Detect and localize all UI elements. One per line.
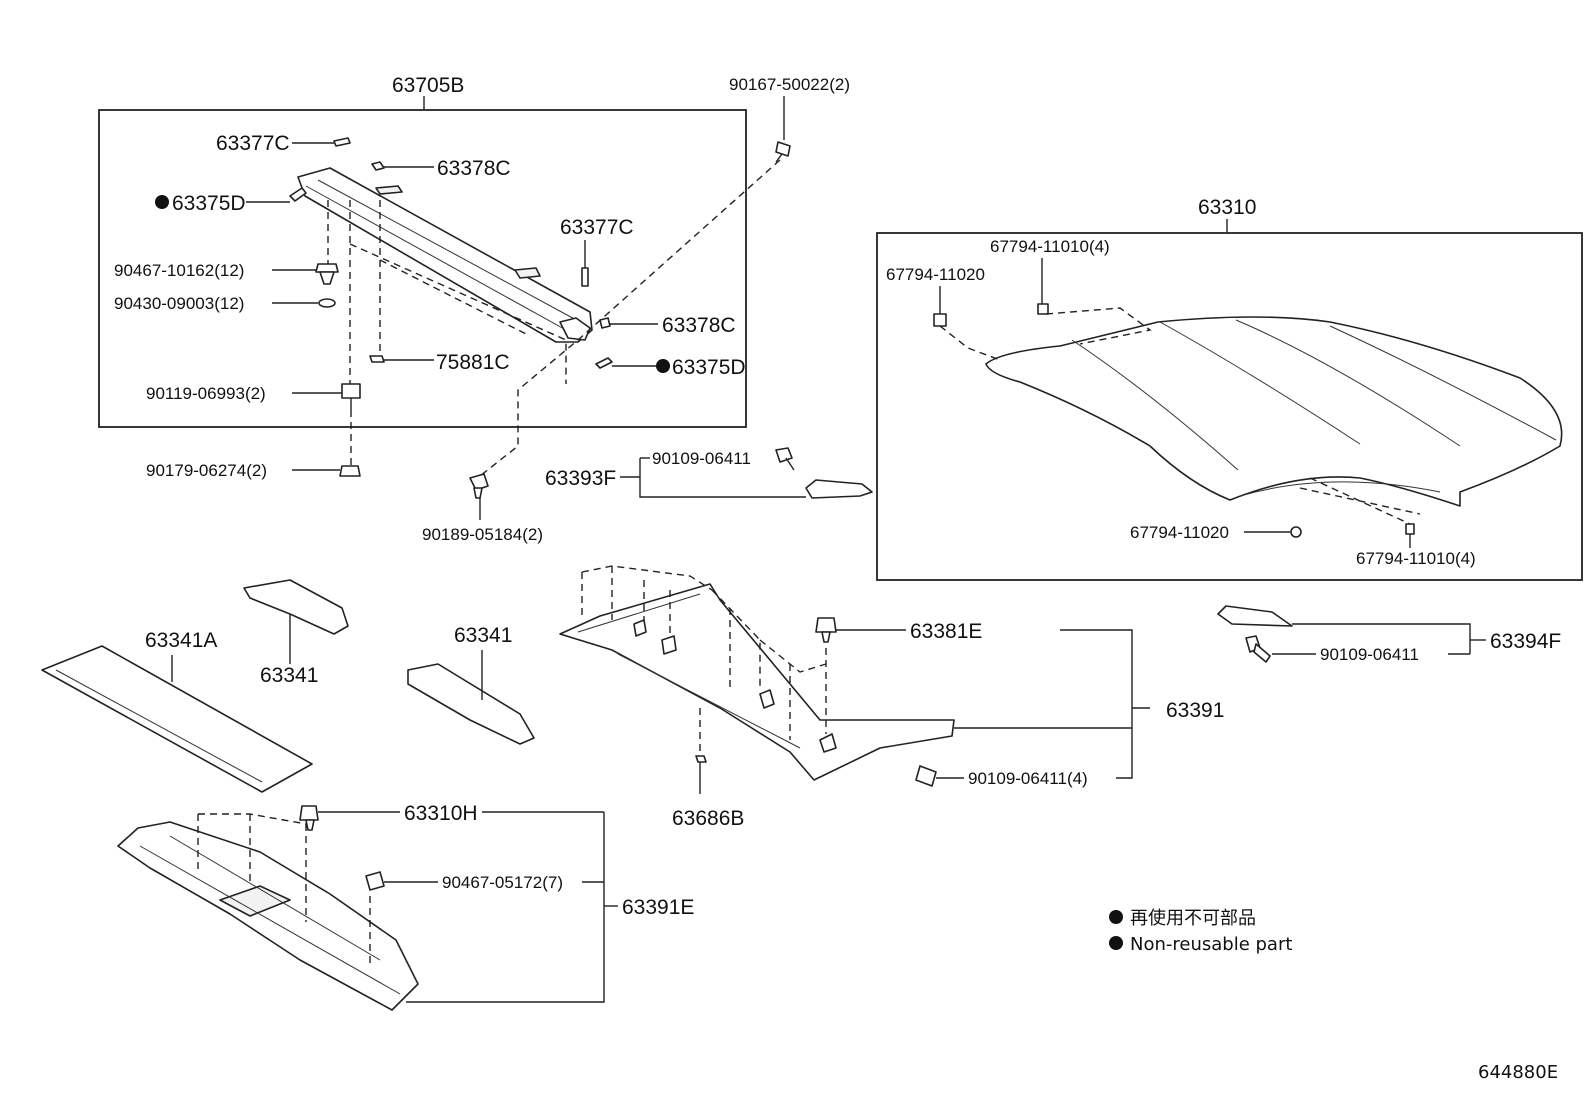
nut-90179-06274	[339, 465, 361, 477]
label-90167-50022[interactable]: 90167-50022(2)	[729, 75, 850, 94]
clip-63378C-top	[371, 161, 385, 171]
label-63341A[interactable]: 63341A	[145, 629, 217, 652]
pad-63341-mid	[407, 663, 535, 745]
label-63394F[interactable]: 63394F	[1490, 630, 1561, 653]
label-63391E[interactable]: 63391E	[622, 896, 694, 919]
non-reusable-dot-2	[656, 359, 670, 373]
pad-63341-left	[243, 579, 349, 635]
trim-63391E	[117, 821, 419, 1011]
clip-63686B	[695, 755, 707, 763]
bolt-90109-06411-4	[915, 765, 937, 787]
trim-63391	[559, 583, 955, 781]
label-63686B[interactable]: 63686B	[672, 807, 744, 830]
label-67794-11020-bottom[interactable]: 67794-11020	[1130, 523, 1229, 542]
assembly-box-63705B	[98, 109, 747, 428]
clip-90189-05184	[469, 473, 489, 499]
package-tray-part	[297, 167, 593, 343]
non-reusable-dot-1	[155, 195, 169, 209]
label-63310[interactable]: 63310	[1198, 196, 1256, 219]
figure-id: 644880E	[1478, 1062, 1558, 1083]
label-63341-2[interactable]: 63341	[454, 624, 512, 647]
washer-90430-09003	[318, 298, 336, 308]
label-67794-11010-bottom[interactable]: 67794-11010(4)	[1356, 549, 1476, 568]
legend: 再使用不可部品 Non-reusable part	[1109, 908, 1292, 955]
label-90467-10162[interactable]: 90467-10162(12)	[114, 261, 244, 280]
label-67794-11020-top[interactable]: 67794-11020	[886, 265, 985, 284]
label-75881C[interactable]: 75881C	[436, 351, 510, 374]
bolt-90167-50022	[775, 141, 791, 163]
label-63341-1[interactable]: 63341	[260, 664, 318, 687]
clip-63378C-right	[599, 317, 611, 329]
label-63378C-2[interactable]: 63378C	[662, 314, 736, 337]
label-63391[interactable]: 63391	[1166, 699, 1224, 722]
clip-63310H	[299, 805, 319, 831]
label-90179-06274[interactable]: 90179-06274(2)	[146, 461, 267, 480]
bolt-90109-06411-b	[1245, 635, 1271, 663]
bracket-63394F	[1217, 605, 1293, 627]
label-67794-11010-top[interactable]: 67794-11010(4)	[990, 237, 1110, 256]
legend-dot-en	[1109, 936, 1123, 950]
label-63393F[interactable]: 63393F	[545, 467, 616, 490]
panel-63341A	[41, 645, 313, 793]
label-90119-06993[interactable]: 90119-06993(2)	[146, 384, 266, 403]
clip-63375D-left	[289, 187, 307, 202]
legend-jp: 再使用不可部品	[1130, 908, 1256, 929]
label-63705B[interactable]: 63705B	[392, 74, 464, 97]
clip-67794-11010-top	[1037, 303, 1049, 315]
label-63375D-2[interactable]: 63375D	[672, 356, 746, 379]
nut-90467-10162	[315, 263, 339, 285]
clip-67794-11020-top	[933, 313, 947, 327]
label-63375D-1[interactable]: 63375D	[172, 192, 246, 215]
label-63377C-2[interactable]: 63377C	[560, 216, 634, 239]
label-63310H[interactable]: 63310H	[404, 802, 478, 825]
label-90467-05172[interactable]: 90467-05172(7)	[442, 873, 563, 892]
bolt-90119-06993	[341, 383, 361, 410]
clip-63375D-right	[595, 357, 613, 369]
label-90189-05184[interactable]: 90189-05184(2)	[422, 525, 543, 544]
label-63381E[interactable]: 63381E	[910, 620, 982, 643]
assembly-box-63310	[876, 232, 1583, 581]
clip-67794-11010-bottom	[1405, 523, 1415, 535]
clip-63377C-top	[333, 137, 351, 147]
clip-67794-11020-bottom	[1290, 526, 1302, 538]
legend-dot-jp	[1109, 910, 1123, 924]
nut-90467-05172	[365, 871, 385, 891]
legend-en: Non-reusable part	[1130, 934, 1292, 955]
label-90109-06411-4[interactable]: 90109-06411(4)	[968, 769, 1088, 788]
clip-75881C	[369, 355, 385, 363]
clip-63381E	[815, 617, 837, 643]
clip-63377C-right	[581, 267, 589, 287]
label-90109-06411-b[interactable]: 90109-06411	[1320, 645, 1419, 664]
label-63377C-1[interactable]: 63377C	[216, 132, 290, 155]
label-90430-09003[interactable]: 90430-09003(12)	[114, 294, 244, 313]
headliner-part	[985, 316, 1563, 507]
label-63378C-1[interactable]: 63378C	[437, 157, 511, 180]
bolt-90109-06411-a	[775, 447, 795, 471]
label-90109-06411-a[interactable]: 90109-06411	[652, 449, 751, 468]
bracket-63393F	[805, 479, 873, 499]
